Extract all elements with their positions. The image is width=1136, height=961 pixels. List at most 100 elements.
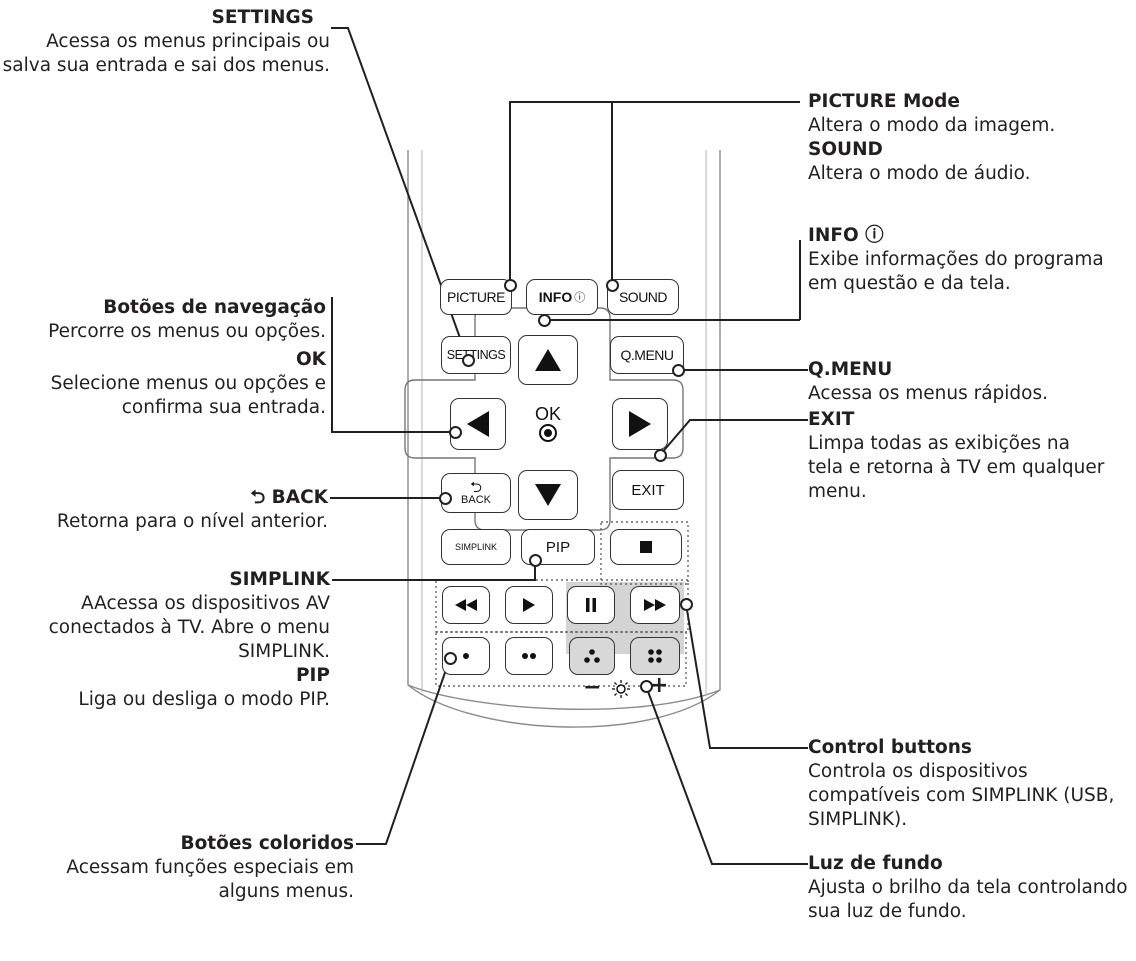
stop-icon (640, 541, 652, 553)
backlight-callout: Luz de fundo Ajusta o brilho da tela con… (808, 852, 1134, 924)
qmenu-button[interactable]: Q.MENU (610, 336, 684, 374)
navigation-callout-desc: Percorre os menus ou opções. (48, 321, 326, 342)
down-arrow-icon (535, 484, 561, 506)
color-button-4[interactable] (630, 637, 680, 675)
exit-button-label: EXIT (631, 481, 665, 499)
navigation-leader-dot (449, 426, 462, 439)
left-button[interactable] (450, 398, 506, 450)
info-button-label: INFO (538, 289, 573, 305)
fast-forward-icon (644, 599, 666, 611)
color-buttons-callout-desc: Acessam funções especiais em alguns menu… (66, 857, 354, 902)
left-arrow-icon (467, 411, 489, 437)
down-button[interactable] (518, 470, 578, 520)
ok-button[interactable]: OK (518, 396, 578, 452)
color-button-2[interactable] (505, 637, 553, 675)
sun-icon (612, 680, 630, 698)
qmenu-callout: Q.MENU Acessa os menus rápidos. (808, 358, 1134, 406)
back-button[interactable]: ⮌ BACK (441, 473, 511, 513)
pause-icon (586, 598, 596, 612)
color-buttons-callout-title: Botões coloridos (180, 833, 354, 854)
rewind-icon (455, 599, 477, 611)
backlight-callout-desc: Ajusta o brilho da tela controlando sua … (808, 877, 1128, 922)
ok-button-label: OK (534, 404, 561, 424)
four-dots-icon (648, 649, 662, 663)
pause-button[interactable] (567, 586, 615, 624)
simplink-button-label: SIMPLINK (454, 542, 497, 552)
info-leader-dot (538, 314, 551, 327)
right-button[interactable] (612, 398, 668, 450)
control-leader-dot (680, 598, 693, 611)
qmenu-callout-title: Q.MENU (808, 359, 893, 380)
settings-leader-dot (462, 354, 475, 367)
backlight-callout-title: Luz de fundo (808, 853, 943, 874)
back-callout-icon: ⮌ (250, 487, 266, 508)
fast-forward-button[interactable] (630, 586, 680, 624)
pip-button-label: PIP (545, 538, 571, 556)
ok-callout-title: OK (295, 349, 326, 370)
info-callout-title: INFO ⓘ (808, 225, 884, 246)
back-callout-desc: Retorna para o nível anterior. (56, 511, 328, 532)
sound-button-label: SOUND (618, 289, 668, 305)
three-dots-icon (584, 649, 600, 663)
settings-callout-desc: Acessa os menus principais ou salva sua … (2, 31, 330, 76)
backlight-leader-dot (640, 680, 653, 693)
backlight-minus[interactable]: − (583, 675, 602, 700)
up-button[interactable] (518, 335, 578, 385)
exit-callout-title: EXIT (808, 409, 855, 430)
simplink-callout-title: SIMPLINK (229, 569, 330, 590)
info-callout: INFO ⓘ Exibe informações do programa em … (808, 224, 1134, 296)
simplink-callout: SIMPLINK AAcessa os dispositivos AV cone… (0, 568, 330, 712)
navigation-callout: Botões de navegação Percorre os menus ou… (0, 296, 326, 420)
up-arrow-icon (535, 349, 561, 371)
settings-callout: SETTINGS Acessa os menus principais ou s… (0, 6, 330, 78)
pip-callout-title: PIP (295, 665, 330, 686)
control-buttons-callout: Control buttons Controla os dispositivos… (808, 736, 1134, 832)
qmenu-callout-desc: Acessa os menus rápidos. (808, 383, 1048, 404)
picture-leader-dot (504, 279, 517, 292)
settings-button-label: SETTINGS (446, 348, 506, 362)
qmenu-button-label: Q.MENU (620, 347, 675, 363)
settings-button[interactable]: SETTINGS (441, 336, 511, 374)
back-callout: ⮌ BACK Retorna para o nível anterior. (0, 486, 328, 534)
sound-callout-desc: Altera o modo de áudio. (808, 163, 1031, 184)
picture-mode-callout: PICTURE Mode Altera o modo da imagem. SO… (808, 90, 1134, 186)
pip-callout-desc: Liga ou desliga o modo PIP. (78, 689, 330, 710)
sound-button[interactable]: SOUND (607, 279, 679, 315)
exit-callout: EXIT Limpa todas as exibições na tela e … (808, 408, 1108, 504)
play-button[interactable] (505, 586, 553, 624)
ok-callout-desc: Selecione menus ou opções e confirma sua… (50, 373, 326, 418)
backlight-plus[interactable]: + (650, 673, 669, 698)
info-callout-desc: Exibe informações do programa em questão… (808, 249, 1104, 294)
right-arrow-icon (629, 411, 651, 437)
rewind-button[interactable] (442, 586, 490, 624)
color-leader-dot (444, 652, 457, 665)
sound-leader-dot (606, 279, 619, 292)
picture-button[interactable]: PICTURE (440, 279, 512, 315)
simplink-callout-desc: AAcessa os dispositivos AV conectados à … (48, 593, 330, 662)
picture-mode-callout-desc: Altera o modo da imagem. (808, 115, 1056, 136)
back-callout-title: BACK (271, 487, 328, 508)
simplink-button[interactable]: SIMPLINK (441, 529, 511, 565)
exit-callout-desc: Limpa todas as exibições na tela e retor… (808, 433, 1105, 502)
color-buttons-callout: Botões coloridos Acessam funções especia… (0, 832, 354, 904)
color-button-3[interactable] (569, 637, 615, 675)
back-button-label: BACK (461, 494, 491, 506)
two-dots-icon (522, 653, 536, 659)
info-icon: ⓘ (574, 292, 586, 304)
back-leader-dot (439, 492, 452, 505)
qmenu-leader-dot (672, 364, 685, 377)
one-dot-icon (463, 653, 469, 659)
play-icon (523, 598, 535, 612)
picture-button-label: PICTURE (447, 289, 505, 305)
picture-mode-callout-title: PICTURE Mode (808, 91, 960, 112)
exit-button[interactable]: EXIT (612, 470, 684, 510)
control-buttons-callout-title: Control buttons (808, 737, 972, 758)
stop-button[interactable] (610, 529, 682, 565)
simplink-leader-dot (529, 554, 542, 567)
control-buttons-callout-desc: Controla os dispositivos compatíveis com… (808, 761, 1115, 830)
back-icon: ⮌ (469, 479, 482, 496)
sound-callout-title: SOUND (808, 139, 883, 160)
exit-leader-dot (654, 449, 667, 462)
settings-callout-title: SETTINGS (211, 7, 315, 28)
